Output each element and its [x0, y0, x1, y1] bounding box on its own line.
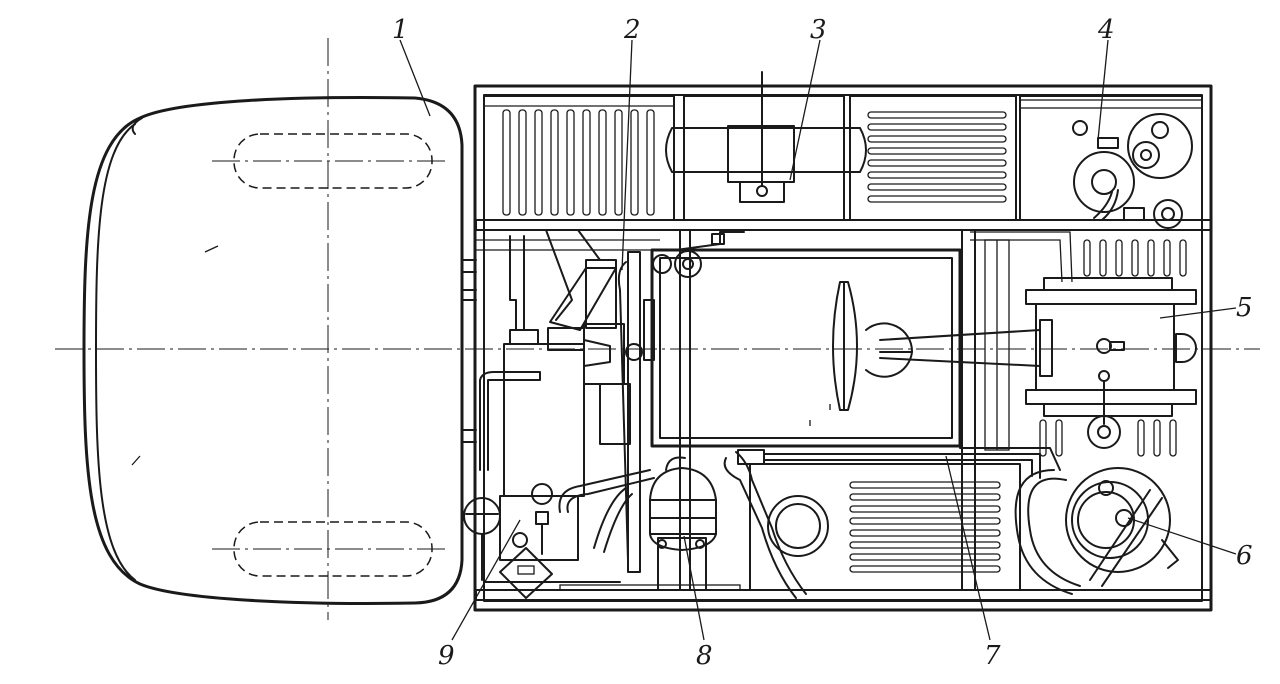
center-lines — [55, 38, 1260, 620]
steering-linkage — [549, 231, 745, 573]
drive-shaft — [879, 319, 1053, 377]
rear-unit — [984, 239, 1197, 457]
callout-labels: 1 2 3 4 5 6 7 8 9 — [392, 15, 1253, 671]
rear-unit-slots — [1039, 239, 1187, 457]
callout-2: 2 — [623, 15, 641, 45]
callout-1: 1 — [392, 15, 409, 45]
air-cleaner — [665, 71, 867, 221]
top-right-radiator — [849, 95, 1017, 221]
callout-9: 9 — [438, 641, 455, 671]
piping — [723, 231, 1073, 599]
callout-5: 5 — [1236, 293, 1253, 323]
left-top-tank — [483, 95, 675, 221]
callout-6: 6 — [1236, 541, 1253, 571]
pedal-assembly — [463, 469, 741, 599]
cylindrical-tank — [1014, 467, 1179, 595]
fuel-tank — [749, 463, 1021, 591]
callout-8: 8 — [696, 641, 713, 671]
callout-4: 4 — [1097, 15, 1115, 45]
callout-7: 7 — [984, 641, 1001, 671]
leader-lines — [399, 39, 1237, 641]
callout-3: 3 — [810, 15, 827, 45]
left-top-tank-slots — [502, 109, 655, 216]
engine-block — [643, 248, 962, 448]
cab — [82, 96, 464, 605]
brake-chamber — [649, 456, 717, 591]
pump-unit — [1019, 95, 1203, 229]
